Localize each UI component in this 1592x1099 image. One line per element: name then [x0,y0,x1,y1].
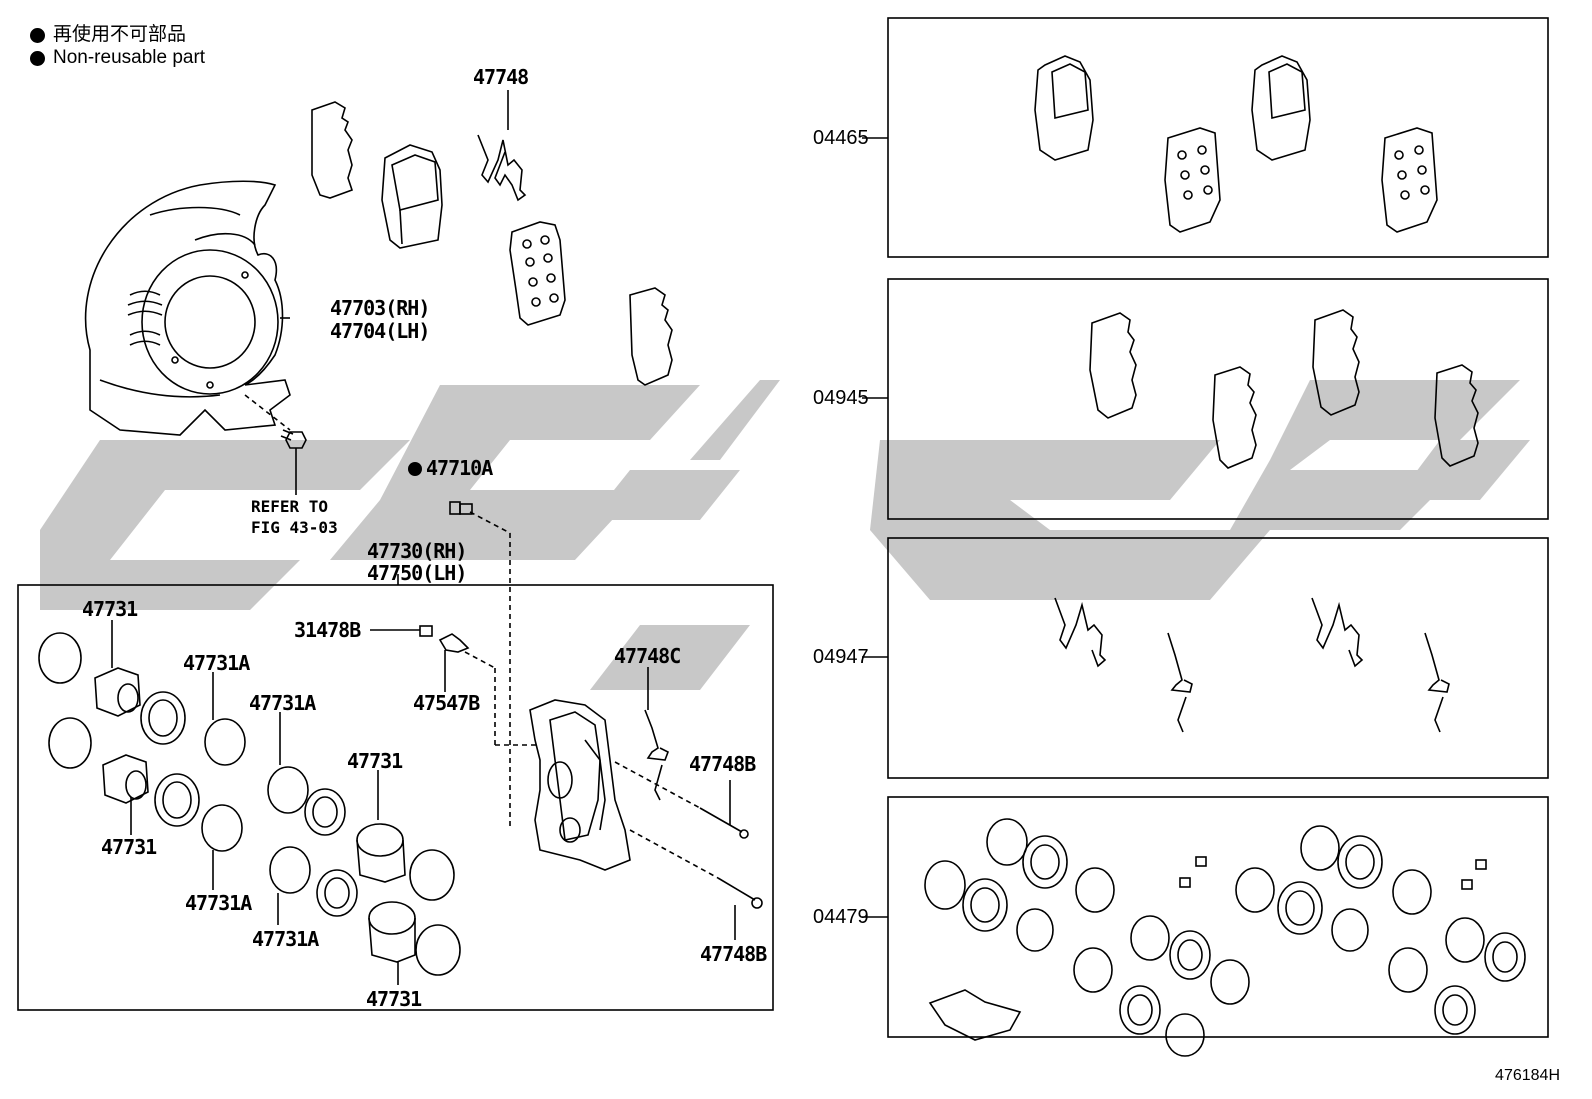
legend-en-text: Non-reusable part [53,47,206,68]
bolt-drawing [244,394,307,495]
label-47731: 47731 [82,597,138,621]
pistons-drawing [94,667,416,963]
kit-04947-clips-drawing [1054,597,1450,733]
kit-box-04947 [887,537,1549,779]
label-47547b: 47547B [413,691,480,715]
label-47704-lh: 47704(LH) [330,319,430,343]
caliper-body-drawing [529,699,631,871]
kit-label-04479: 04479 [813,906,869,928]
kit-box-04465 [887,17,1549,258]
label-47710a: 47710A [408,456,493,480]
dust-boots-drawing [140,691,358,917]
label-47731a: 47731A [185,891,252,915]
label-47730-rh: 47730(RH) [367,539,467,563]
non-reusable-dot-icon [408,462,422,476]
label-47731: 47731 [366,987,422,1011]
label-47748b: 47748B [700,942,767,966]
bleeder-plug-drawing [449,501,511,830]
figure-id: 476184H [1495,1067,1560,1084]
label-47731a: 47731A [252,927,319,951]
label-fig-43-03: FIG 43-03 [251,518,338,537]
kit-04945-shims-drawing [1089,309,1479,469]
bleeder-47547b-drawing [438,633,470,653]
label-47731: 47731 [101,835,157,859]
legend-jp-text: 再使用不可部品 [53,24,187,45]
label-47731a: 47731A [183,651,250,675]
label-47703-rh: 47703(RH) [330,296,430,320]
seal-rings-drawing [38,632,461,976]
kit-04479-seals-drawing [924,818,1526,1057]
pin-47748b-upper-drawing [614,761,749,839]
dust-shield-drawing [84,180,291,436]
plug-31478b-drawing [419,625,433,637]
pin-47748b-lower-drawing [629,829,763,940]
legend-en: Non-reusable part [30,47,205,69]
label-47748c: 47748C [614,644,681,668]
label-refer-to: REFER TO [251,497,329,516]
label-47710a-text: 47710A [426,456,493,480]
label-31478b: 31478B [294,618,361,642]
kit-label-04947: 04947 [813,646,869,668]
label-47748b: 47748B [689,752,756,776]
label-47748: 47748 [473,65,529,89]
caliper-assembly-box [17,584,774,1011]
brake-pad-drawing [381,144,443,249]
legend-jp: 再使用不可部品 [30,24,186,46]
watermark-logo [40,380,1530,690]
clip-47748c-drawing [644,709,670,801]
kit-04465-pads-drawing [1034,55,1438,233]
kit-label-04945: 04945 [813,387,869,409]
label-47750-lh: 47750(LH) [367,561,467,585]
non-reusable-dot-icon [30,50,45,66]
label-47731a: 47731A [249,691,316,715]
kit-box-04479 [887,796,1549,1038]
kit-box-04945 [887,278,1549,520]
label-47731: 47731 [347,749,403,773]
non-reusable-dot-icon [30,27,45,43]
backing-plate-drawing [509,221,566,326]
kit-label-04465: 04465 [813,127,869,149]
